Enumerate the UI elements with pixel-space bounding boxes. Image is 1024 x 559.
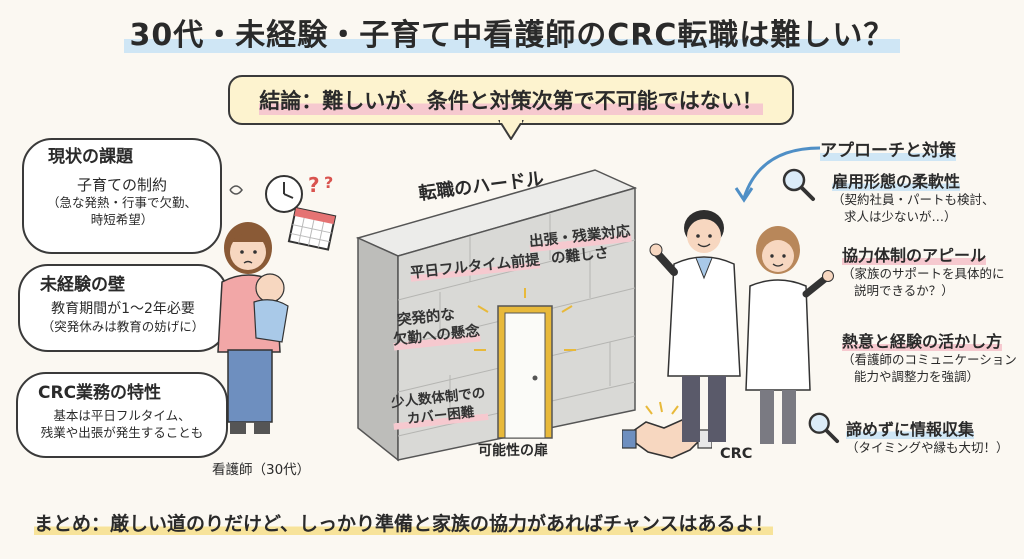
summary-text: まとめ：厳しい道のりだけど、しっかり準備と家族の協力があればチャンスはあるよ！ xyxy=(34,513,774,535)
crc-work-line1: 基本は平日フルタイム、 xyxy=(53,407,191,423)
childcare-title: 子育ての制約 xyxy=(76,175,167,194)
nurse-mother-illustration: ? ? xyxy=(217,173,337,434)
inexperience-line1: 教育期間が1〜2年必要 xyxy=(51,300,195,317)
crc-caption: CRC xyxy=(720,446,753,462)
approach-cooperation: 協力体制のアピール （家族のサポートを具体的に 説明できるか？） xyxy=(842,246,1005,298)
svg-text:?: ? xyxy=(308,173,320,197)
approach-passion: 熱意と経験の活かし方 （看護師のコミュニケーション 能力や調整力を強調） xyxy=(842,332,1017,384)
approach-info-gathering: 諦めずに情報収集 （タイミングや縁も大切！） xyxy=(846,420,1009,455)
speech-tail-icon xyxy=(498,120,524,140)
conclusion-text: 結論：難しいが、条件と対策次第で不可能ではない！ xyxy=(259,85,763,115)
approach-heading: アプローチと対策 xyxy=(820,141,956,161)
approach-flexibility: 雇用形態の柔軟性 （契約社員・パートも検討、 求人は少ないが…） xyxy=(832,172,995,224)
door-label: 可能性の扉 xyxy=(478,443,548,459)
inexperience-line2: （突発休みは教育の妨げに） xyxy=(41,318,205,334)
svg-text:?: ? xyxy=(324,173,333,192)
crc-work-line2: 残業や出張が発生することも xyxy=(40,424,204,440)
door-icon xyxy=(497,305,553,439)
magnifier-icon xyxy=(782,168,815,201)
inexperience-cloud: 未経験の壁 教育期間が1〜2年必要 （突発休みは教育の妨げに） xyxy=(18,264,228,352)
crc-staff-illustration xyxy=(649,210,834,444)
curved-arrow-icon xyxy=(734,146,821,203)
page-title: 30代・未経験・子育て中看護師のCRC転職は難しい？ xyxy=(0,10,1024,54)
issues-heading: 現状の課題 xyxy=(48,147,133,167)
nurse-caption: 看護師（30代） xyxy=(212,462,311,478)
inexperience-heading: 未経験の壁 xyxy=(40,275,125,295)
magnifier-icon xyxy=(808,412,840,444)
childcare-desc1: （急な発熱・行事で欠勤、 xyxy=(46,195,197,211)
clock-icon xyxy=(265,175,303,213)
conclusion-box: 結論：難しいが、条件と対策次第で不可能ではない！ xyxy=(228,75,794,125)
calendar-icon xyxy=(287,206,337,251)
issues-cloud: 現状の課題 子育ての制約 （急な発熱・行事で欠勤、 時短希望） xyxy=(22,138,222,254)
crc-work-cloud: CRC業務の特性 基本は平日フルタイム、 残業や出張が発生することも xyxy=(16,372,228,458)
childcare-desc2: 時短希望） xyxy=(90,212,154,228)
crc-work-heading: CRC業務の特性 xyxy=(38,383,162,403)
hurdle-wall-illustration xyxy=(355,169,638,462)
